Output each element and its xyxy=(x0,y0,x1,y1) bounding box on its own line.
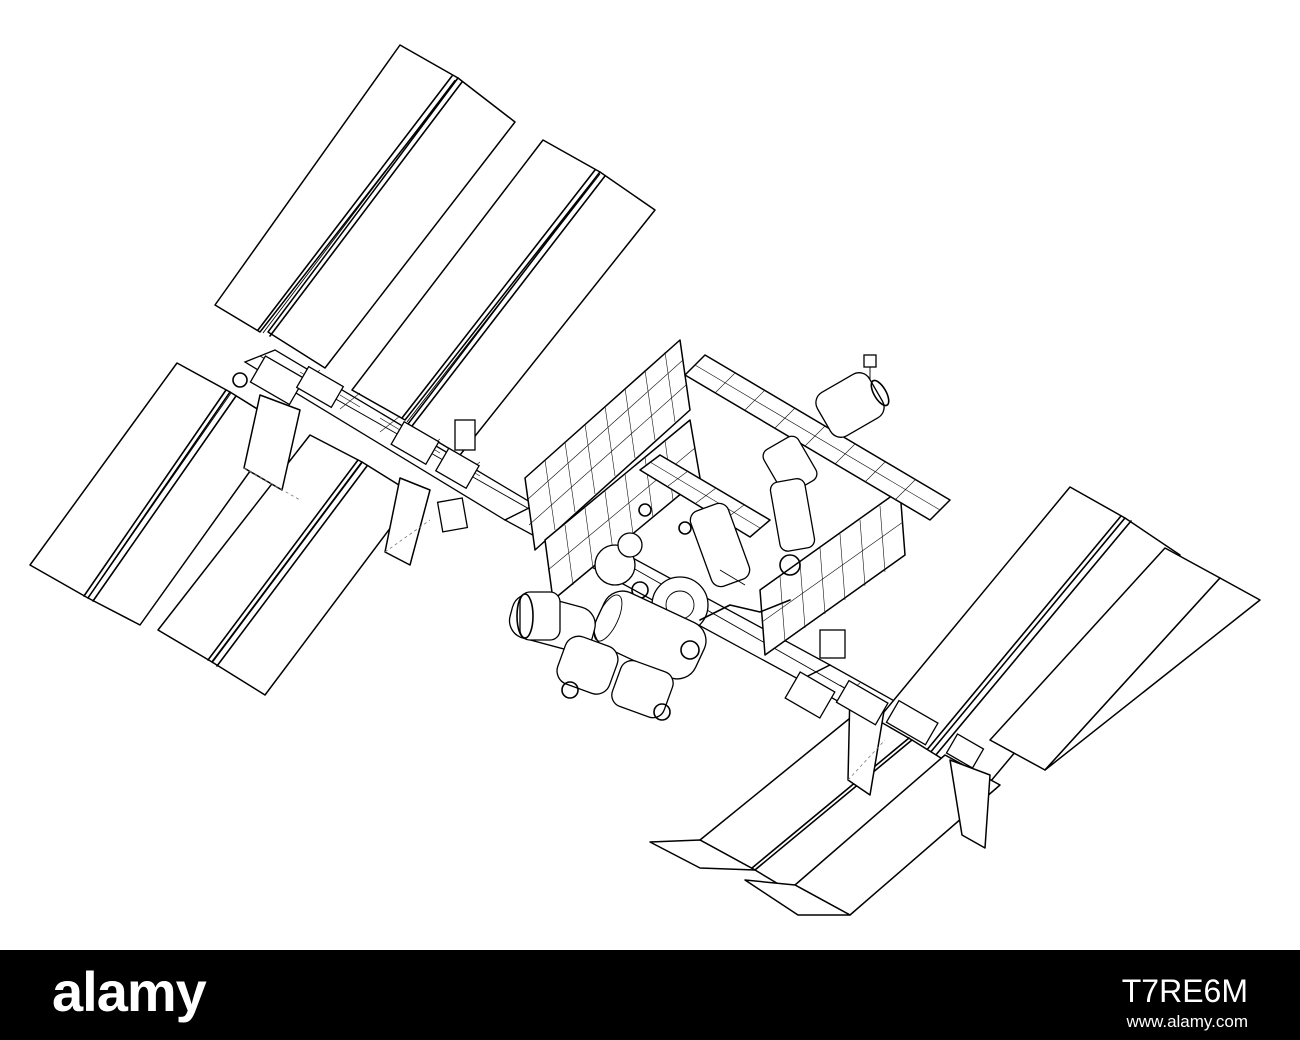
lab-modules xyxy=(508,590,707,721)
brand-logo: alamy xyxy=(52,960,207,1023)
left-radiators xyxy=(243,394,431,566)
left-upper-solar-array-outer xyxy=(214,44,516,369)
robotic-arm xyxy=(699,569,791,621)
russian-solar-array-upper xyxy=(684,354,951,521)
docked-spacecraft xyxy=(815,354,890,438)
left-lower-solar-array-inner xyxy=(157,434,416,696)
left-truss-equipment xyxy=(232,355,480,533)
right-upper-solar-array-inner xyxy=(864,486,1181,801)
right-upper-solar-array-outer xyxy=(989,547,1261,771)
central-radiator-right xyxy=(759,489,906,656)
watermark-banner: alamy T7RE6M www.alamy.com xyxy=(0,950,1300,1040)
left-upper-solar-array-inner xyxy=(351,139,656,456)
website-url: www.alamy.com xyxy=(1126,1012,1248,1031)
left-lower-solar-array-outer xyxy=(29,362,284,626)
station-svg xyxy=(29,44,1261,916)
space-station-wireframe xyxy=(29,44,1261,916)
service-module-stack xyxy=(762,435,818,576)
image-id-label: T7RE6M xyxy=(1121,973,1248,1009)
right-truss-equipment xyxy=(784,629,985,769)
